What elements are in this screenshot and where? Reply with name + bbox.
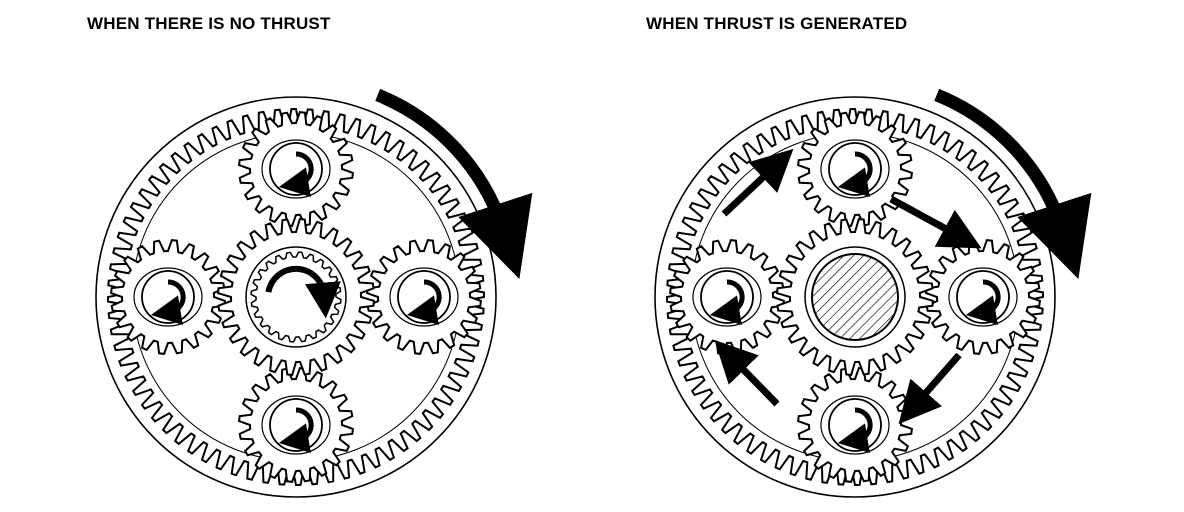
rotation-arrow-icon (406, 279, 442, 325)
planet-pin (141, 270, 195, 324)
planet-carrier-boss (133, 267, 203, 327)
ring-gear-icon (106, 107, 486, 487)
rotation-arrow-icon (965, 279, 1001, 325)
rotation-arrow-icon (278, 407, 314, 453)
gearset-no-thrust (95, 88, 533, 498)
ring-gear-icon (665, 107, 1045, 487)
planet-pin (828, 142, 882, 196)
planet-gear-bottom (238, 367, 354, 483)
rotation-arrow-icon (837, 151, 873, 197)
planet-carrier-boss (820, 139, 890, 199)
orbit-arrow-icon (898, 352, 962, 425)
rotation-arrow-icon (709, 279, 745, 325)
planet-gear-right (366, 239, 482, 355)
planet-pin (700, 270, 754, 324)
orbit-arrow-icon (721, 148, 794, 217)
planet-pin (269, 142, 323, 196)
locked-hatch-icon (811, 253, 899, 341)
orbit-arrow-icon (889, 195, 982, 249)
rotation-arrow-icon (150, 279, 186, 325)
orbit-arrow-icon (714, 339, 780, 407)
ring-rotation-arrow-icon (934, 88, 1092, 280)
planet-carrier-boss (820, 395, 890, 455)
panel-title-thrust: WHEN THRUST IS GENERATED (646, 14, 908, 33)
sun-gear-spline (250, 251, 342, 343)
planet-gear-top (238, 111, 354, 227)
planet-carrier-boss (692, 267, 762, 327)
planet-carrier-boss (261, 395, 331, 455)
planet-gear-left (110, 239, 226, 355)
panel-title-no-thrust: WHEN THERE IS NO THRUST (87, 14, 331, 33)
rotation-arrow-icon (265, 265, 341, 319)
gearset-thrust (654, 88, 1092, 498)
planet-gear-right (925, 239, 1041, 355)
planet-pin (828, 398, 882, 452)
planet-gear-left (669, 239, 785, 355)
rotation-arrow-icon (837, 407, 873, 453)
planet-gear-top (797, 111, 913, 227)
planet-carrier-boss (261, 139, 331, 199)
rotation-arrow-icon (278, 151, 314, 197)
ring-rotation-arrow-icon (375, 88, 533, 280)
planet-pin (397, 270, 451, 324)
planet-pin (956, 270, 1010, 324)
planet-carrier-boss (389, 267, 459, 327)
planet-carrier-boss (948, 267, 1018, 327)
planet-pin (269, 398, 323, 452)
planet-gear-bottom (797, 367, 913, 483)
